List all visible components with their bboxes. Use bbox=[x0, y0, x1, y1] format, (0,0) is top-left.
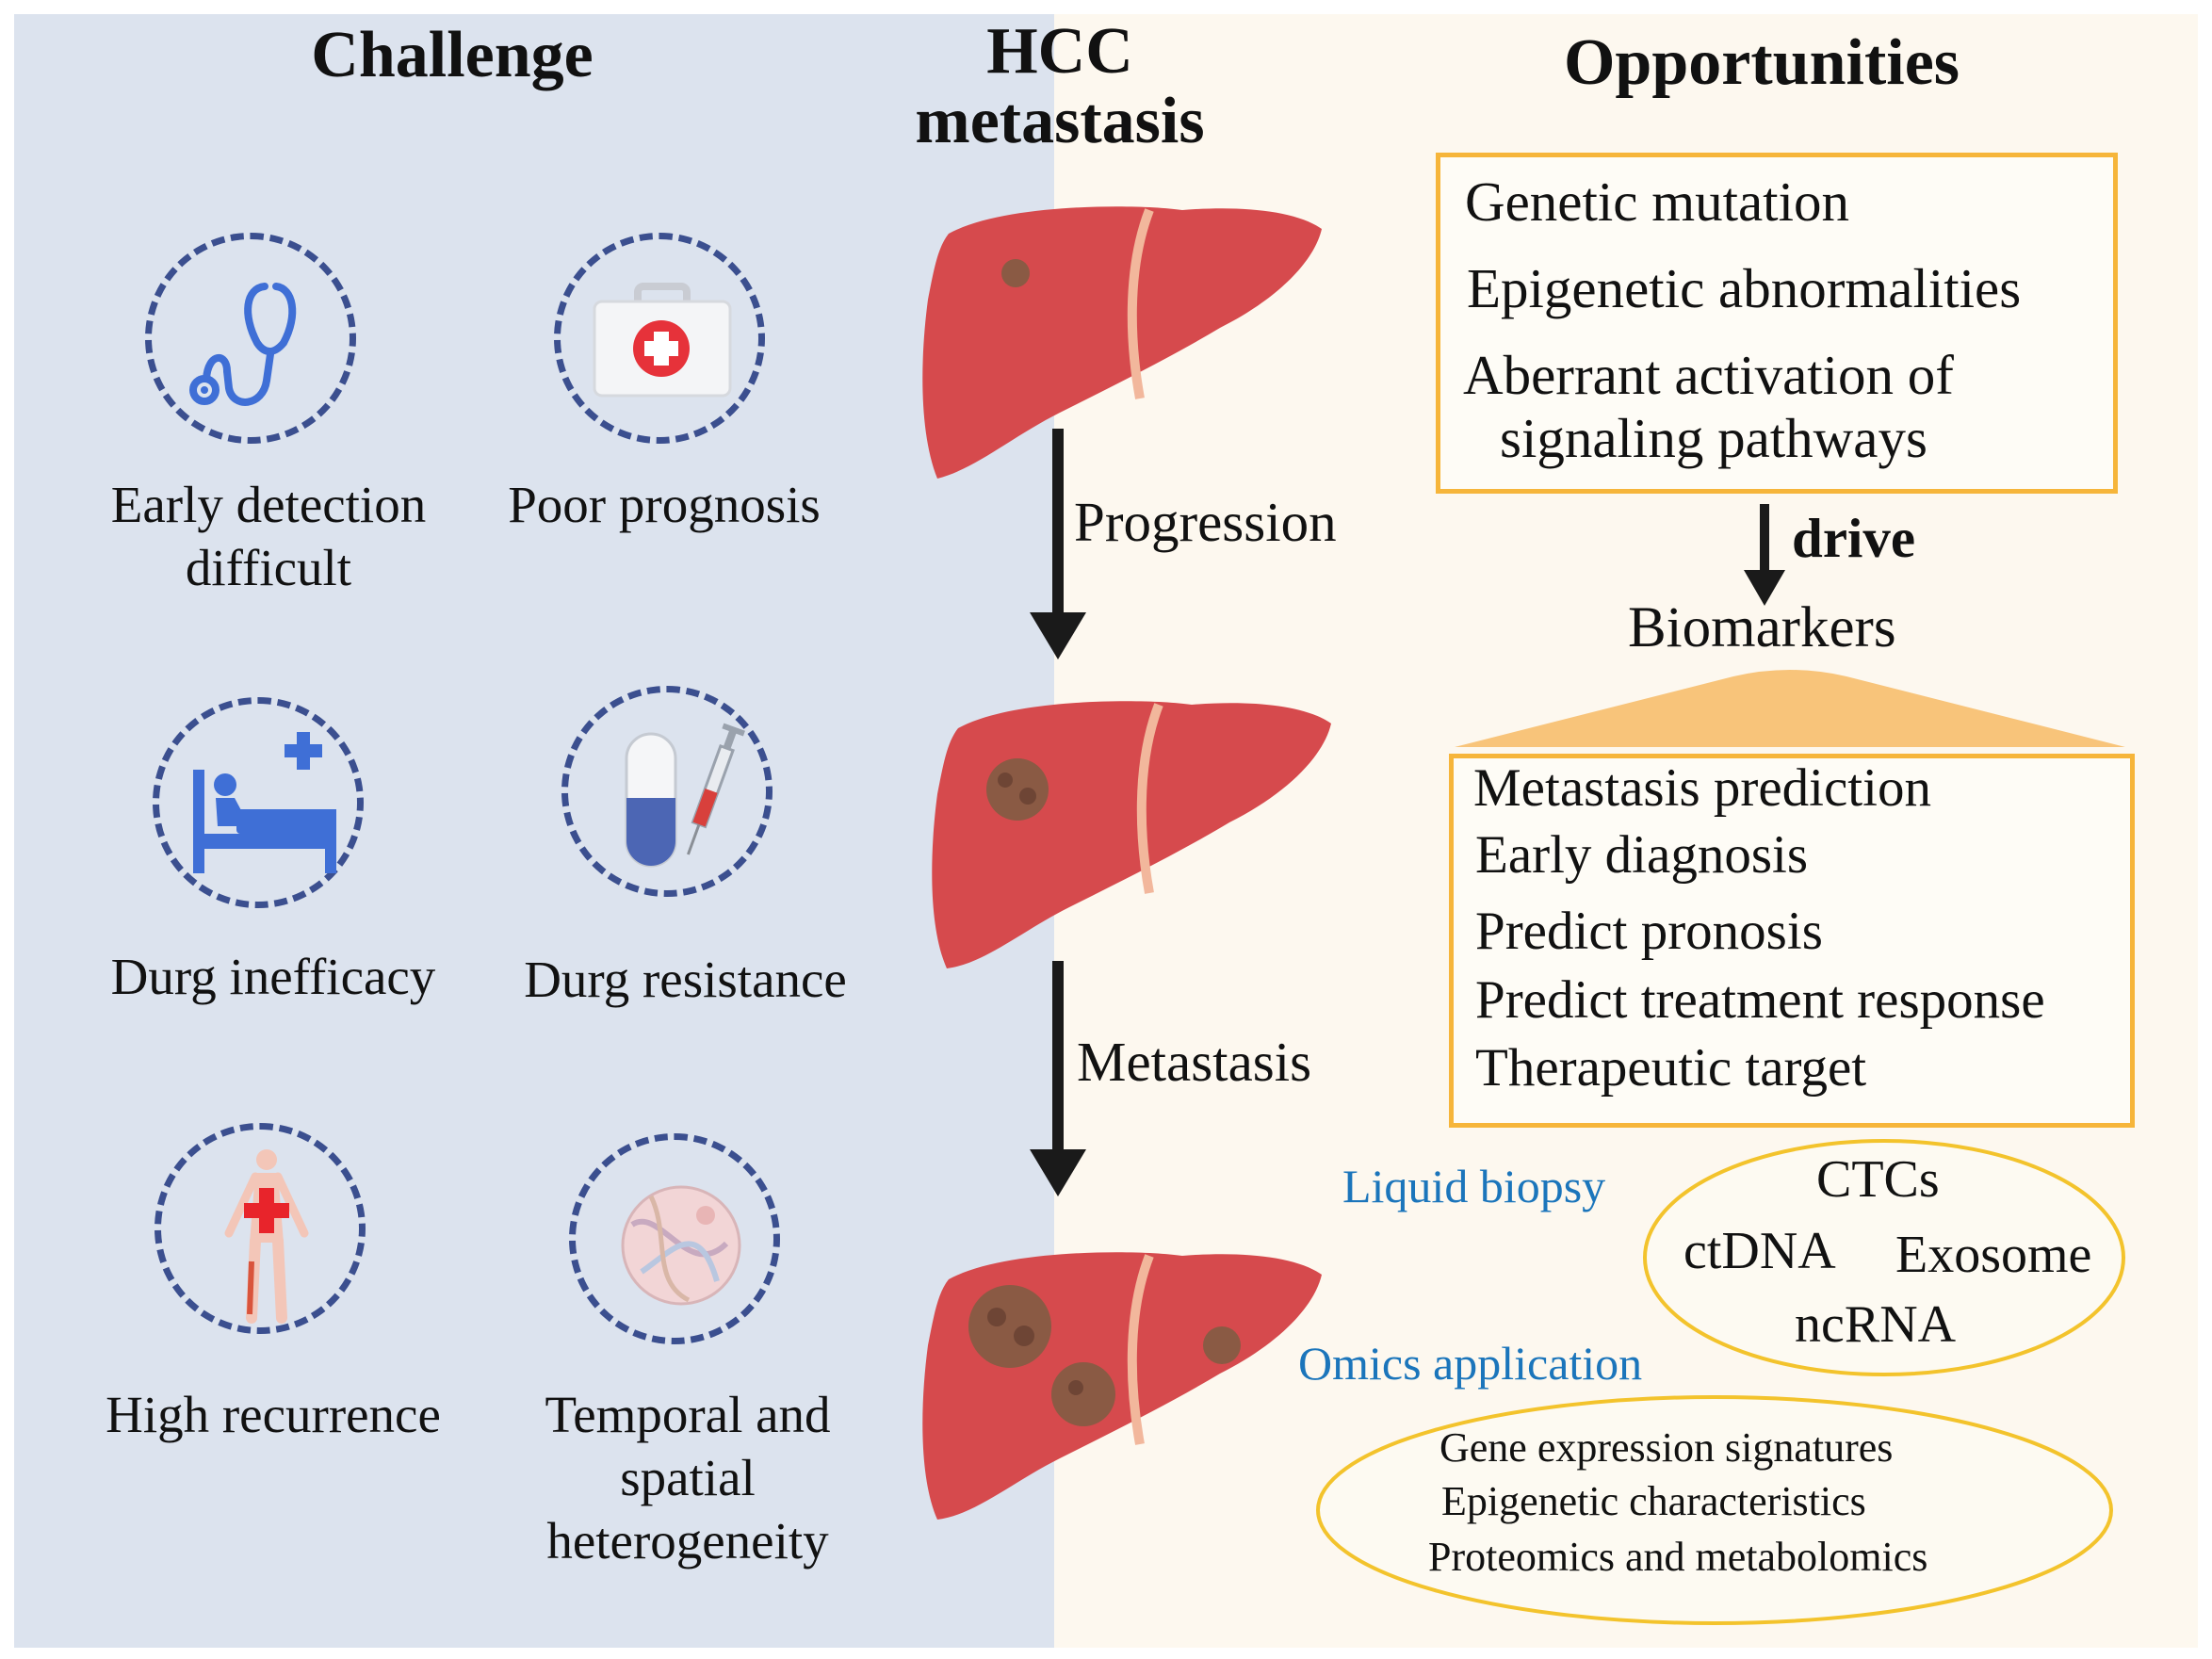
ncrna-text: ncRNA bbox=[1795, 1295, 1957, 1354]
ctdna-text: ctDNA bbox=[1683, 1222, 1836, 1280]
progression-label: Progression bbox=[1074, 491, 1337, 553]
genetic-mutation-text: Genetic mutation bbox=[1465, 171, 1849, 233]
biomarkers-title: Biomarkers bbox=[1628, 596, 1896, 659]
liver-metastatic-stage bbox=[922, 1252, 1322, 1520]
predict-treatment-response-text: Predict treatment response bbox=[1475, 970, 2045, 1030]
proteomics-metabolomics-text: Proteomics and metabolomics bbox=[1428, 1534, 1928, 1580]
hcc-metastasis-heading: HCC metastasis bbox=[915, 15, 1205, 157]
metastasis-prediction-text: Metastasis prediction bbox=[1473, 758, 1931, 818]
aberrant-activation-text: Aberrant activation of bbox=[1463, 344, 1954, 406]
early-detection-label: Early detection difficult bbox=[110, 476, 427, 597]
biomarker-uses-box bbox=[1449, 754, 2135, 1128]
drive-arrow bbox=[1744, 504, 1785, 606]
predict-prognosis-text: Predict pronosis bbox=[1475, 902, 1823, 961]
omics-application-label: Omics application bbox=[1298, 1337, 1643, 1390]
heterogeneity-sphere-icon bbox=[569, 1133, 780, 1344]
high-recurrence-label: High recurrence bbox=[106, 1386, 441, 1443]
liquid-biopsy-oval bbox=[1643, 1139, 2125, 1376]
biomarkers-trapezoid bbox=[1455, 670, 2125, 747]
liquid-biopsy-label: Liquid biopsy bbox=[1342, 1160, 1606, 1212]
omics-oval bbox=[1316, 1395, 2113, 1625]
heterogeneity-label: Temporal and spatial heterogeneity bbox=[545, 1386, 831, 1570]
metastasis-label: Metastasis bbox=[1077, 1031, 1312, 1093]
stethoscope-icon bbox=[145, 233, 356, 444]
exosome-text: Exosome bbox=[1895, 1226, 2092, 1284]
early-diagnosis-text: Early diagnosis bbox=[1475, 825, 1809, 885]
therapeutic-target-text: Therapeutic target bbox=[1475, 1038, 1867, 1098]
challenge-heading: Challenge bbox=[311, 19, 594, 91]
opportunities-heading: Opportunities bbox=[1563, 26, 1960, 99]
gene-expression-text: Gene expression signatures bbox=[1439, 1424, 1894, 1471]
drug-resistance-label: Durg resistance bbox=[524, 951, 847, 1008]
epigenetic-abnormalities-text: Epigenetic abnormalities bbox=[1467, 257, 2022, 319]
liver-progressed-stage bbox=[932, 701, 1331, 968]
drug-inefficacy-label: Durg inefficacy bbox=[110, 948, 436, 1005]
first-aid-kit-icon bbox=[554, 233, 765, 444]
liver-early-stage bbox=[922, 206, 1322, 479]
drive-label: drive bbox=[1792, 507, 1916, 569]
hospital-bed-icon bbox=[153, 697, 364, 908]
signaling-pathways-text: signaling pathways bbox=[1500, 407, 1927, 469]
human-body-icon bbox=[155, 1123, 366, 1334]
epigenetic-characteristics-text: Epigenetic characteristics bbox=[1441, 1478, 1866, 1524]
poor-prognosis-label: Poor prognosis bbox=[508, 476, 821, 533]
pill-syringe-icon bbox=[561, 686, 773, 897]
metastasis-arrow bbox=[1030, 961, 1086, 1196]
mechanisms-box bbox=[1436, 153, 2118, 494]
progression-arrow bbox=[1030, 429, 1086, 659]
ctcs-text: CTCs bbox=[1816, 1150, 1940, 1209]
